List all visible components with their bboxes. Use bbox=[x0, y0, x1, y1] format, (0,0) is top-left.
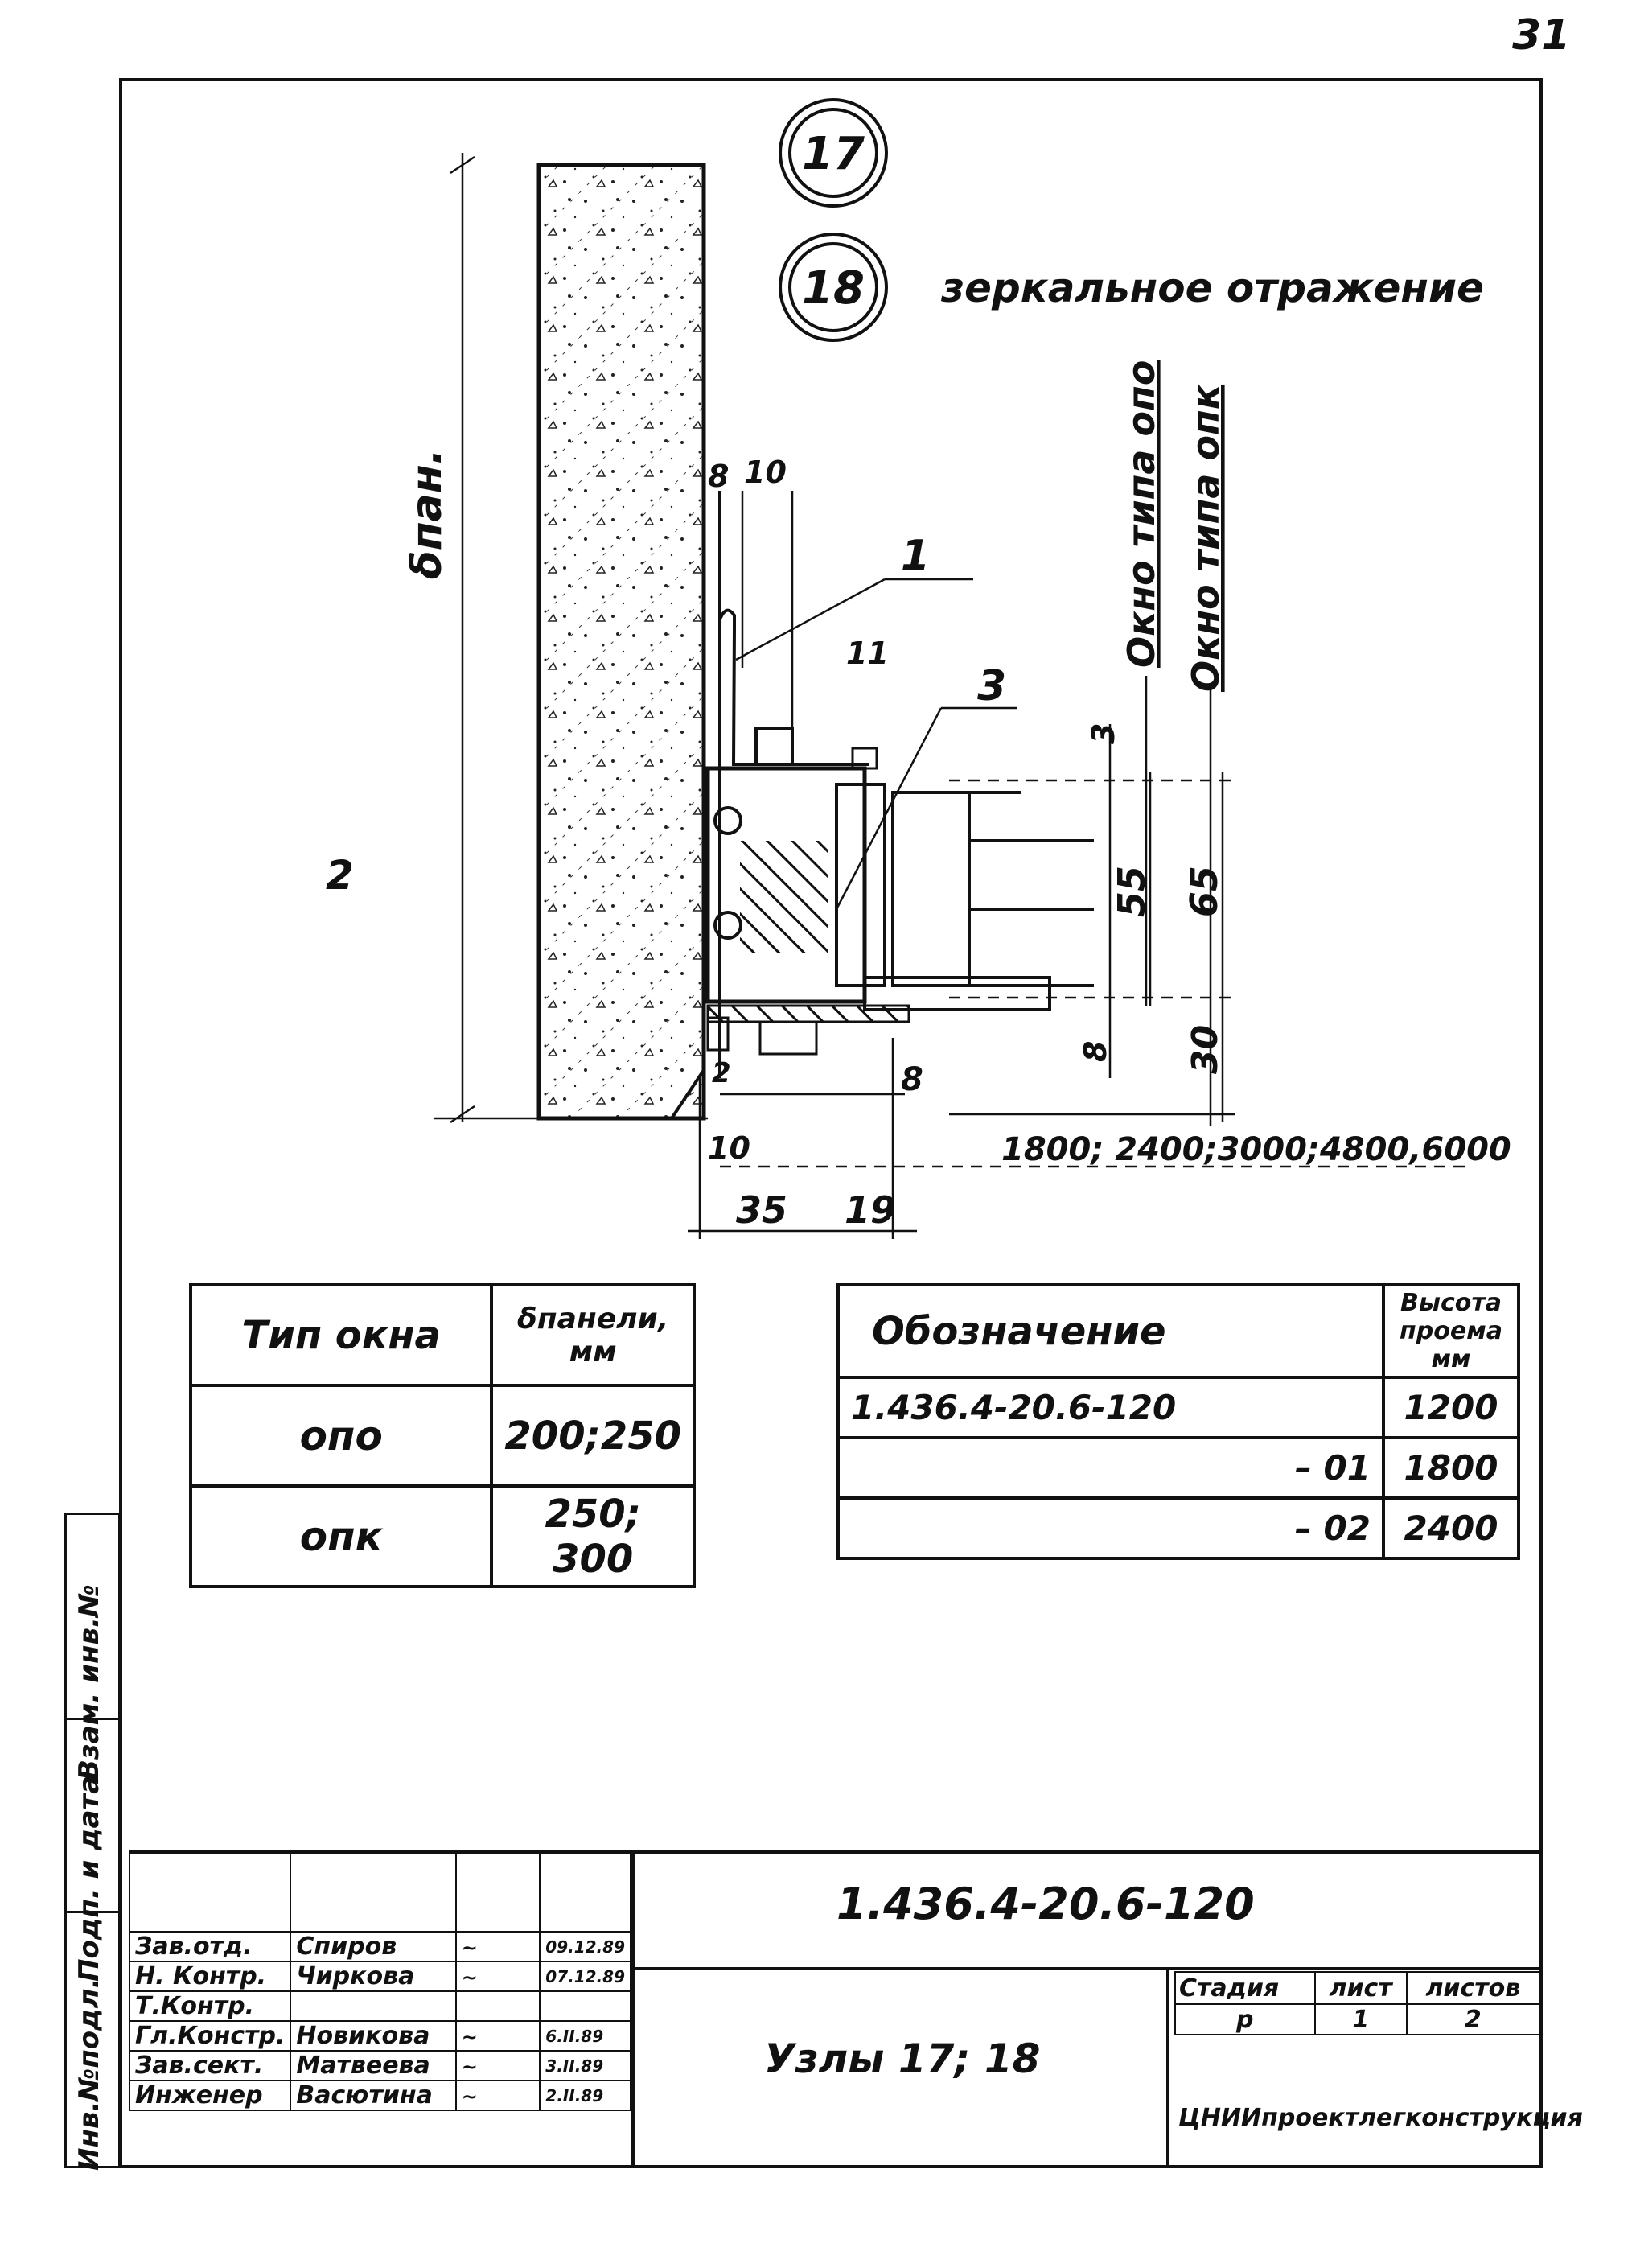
dim-65: 65 bbox=[1182, 866, 1226, 917]
dim-8-right: 8 bbox=[1078, 1041, 1113, 1062]
sig-date: 2.II.89 bbox=[539, 2080, 631, 2111]
hatched-insert bbox=[740, 841, 828, 953]
stamp-replacement-inventory: Взам. инв.№ bbox=[73, 1584, 105, 1780]
sig-signature: ~ bbox=[454, 1931, 541, 1962]
dim-30: 30 bbox=[1185, 1025, 1226, 1074]
sig-signature: ~ bbox=[454, 2080, 541, 2111]
sig-role: Т.Контр. bbox=[128, 1990, 292, 2022]
dim-55: 55 bbox=[1110, 866, 1153, 917]
height-row-01: 1800 bbox=[1382, 1436, 1520, 1500]
sig-name: Васютина bbox=[290, 2080, 457, 2111]
concrete-panel bbox=[536, 163, 706, 1121]
stage-table: Стадия лист листов р 1 2 bbox=[1174, 1971, 1541, 2035]
designation-row-01: – 01 bbox=[836, 1436, 1385, 1500]
dim-8-bottom: 8 bbox=[901, 1061, 923, 1098]
dim-35: 35 bbox=[736, 1188, 787, 1232]
page-number: 31 bbox=[1512, 11, 1571, 60]
dim-11: 11 bbox=[846, 636, 889, 671]
sig-date: 07.12.89 bbox=[539, 1961, 631, 1992]
dim-3-right: 3 bbox=[1086, 723, 1121, 744]
sig-date: 09.12.89 bbox=[539, 1931, 631, 1962]
sig-role: Гл.Констр. bbox=[128, 2020, 292, 2052]
sig-signature: ~ bbox=[454, 2050, 541, 2081]
height-row-base: 1200 bbox=[1382, 1376, 1520, 1439]
panel-thickness-label: δпан. bbox=[403, 449, 451, 579]
sig-date: 6.II.89 bbox=[539, 2020, 631, 2052]
sig-name: Чиркова bbox=[290, 1961, 457, 1992]
sheets-value: 2 bbox=[1405, 2003, 1541, 2035]
row-type-opk: опк bbox=[188, 1484, 494, 1588]
title-block bbox=[129, 1850, 1541, 2169]
stamp-signature-date: Подп. и дата bbox=[73, 1775, 105, 1982]
sig-date bbox=[539, 1990, 631, 2022]
sig-role: Инженер bbox=[128, 2080, 292, 2111]
header-opening-height: Высота проема мм bbox=[1382, 1283, 1520, 1379]
stage-value: р bbox=[1174, 2003, 1316, 2035]
sheet-frame bbox=[119, 78, 1543, 2168]
header-panel-thickness: δпанели, мм bbox=[490, 1283, 696, 1387]
dim-10-bottom: 10 bbox=[708, 1130, 750, 1166]
stamp-inventory-number: Инв.№подл. bbox=[73, 1978, 105, 2171]
dim-8-top: 8 bbox=[708, 459, 729, 494]
organization: ЦНИИпроектлегконструкция bbox=[1178, 2104, 1583, 2132]
sig-date: 3.II.89 bbox=[539, 2050, 631, 2081]
designation-row-02: – 02 bbox=[836, 1496, 1385, 1560]
node-label-17 bbox=[779, 98, 888, 208]
designation-table: Обозначение Высота проема мм 1.436.4-20.… bbox=[836, 1283, 1520, 1560]
sheet-label: лист bbox=[1313, 1971, 1408, 2005]
node-label-18 bbox=[779, 233, 888, 342]
node-17-text: 17 bbox=[802, 128, 865, 180]
sig-signature: ~ bbox=[454, 2020, 541, 2052]
designation-row-base: 1.436.4-20.6-120 bbox=[836, 1376, 1385, 1439]
header-window-type: Тип окна bbox=[188, 1283, 494, 1387]
dim-spans: 1800; 2400;3000;4800,6000 bbox=[1001, 1131, 1511, 1168]
sig-name: Новикова bbox=[290, 2020, 457, 2052]
sig-name: Спиров bbox=[290, 1931, 457, 1962]
dim-2: 2 bbox=[712, 1057, 731, 1089]
sig-name: Матвеева bbox=[290, 2050, 457, 2081]
sig-role: Зав.сект. bbox=[128, 2050, 292, 2081]
sig-signature: ~ bbox=[454, 1961, 541, 1992]
callout-2: 2 bbox=[326, 852, 354, 899]
doc-code: 1.436.4-20.6-120 bbox=[836, 1879, 1255, 1929]
frame-box bbox=[705, 766, 867, 1004]
sig-role: Н. Контр. bbox=[128, 1961, 292, 1992]
row-type-opo: опо bbox=[188, 1384, 494, 1488]
dim-19: 19 bbox=[845, 1188, 896, 1232]
header-designation: Обозначение bbox=[836, 1283, 1385, 1379]
side-stamp: Инв.№подл. Подп. и дата Взам. инв.№ bbox=[64, 1513, 121, 2171]
flashing-profile bbox=[718, 491, 869, 1078]
row-thickness-opo: 200;250 bbox=[490, 1384, 696, 1488]
row-thickness-opk: 250; 300 bbox=[490, 1484, 696, 1588]
signature-table: Зав.отд. Спиров ~ 09.12.89 Н. Контр. Чир… bbox=[128, 1850, 631, 2111]
node-18-text: 18 bbox=[802, 262, 865, 315]
sheet-value: 1 bbox=[1313, 2003, 1408, 2035]
callout-1: 1 bbox=[901, 532, 930, 580]
window-sash bbox=[891, 791, 971, 987]
sig-name bbox=[290, 1990, 457, 2022]
mirror-note: зеркальное отражение bbox=[940, 265, 1484, 311]
sig-signature bbox=[454, 1990, 541, 2022]
window-type-table: Тип окна δпанели, мм опо 200;250 опк 250… bbox=[188, 1283, 696, 1588]
height-row-02: 2400 bbox=[1382, 1496, 1520, 1560]
sig-role: Зав.отд. bbox=[128, 1931, 292, 1962]
window-type-opo-label: Окно типа опо bbox=[1120, 360, 1163, 668]
dim-10-top: 10 bbox=[744, 455, 787, 490]
stage-label: Стадия bbox=[1174, 1971, 1316, 2005]
drawing-title: Узлы 17; 18 bbox=[764, 2035, 1041, 2082]
callout-3: 3 bbox=[977, 662, 1006, 710]
sheets-label: листов bbox=[1405, 1971, 1541, 2005]
window-type-opk-label: Окно типа опк bbox=[1184, 383, 1227, 692]
